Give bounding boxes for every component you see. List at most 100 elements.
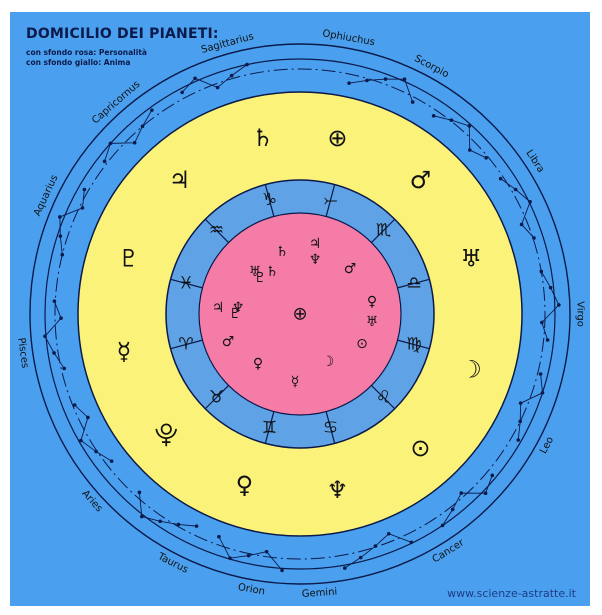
star-dot (150, 108, 154, 112)
libra-icon: ♎ (406, 273, 421, 293)
star-dot (402, 77, 407, 82)
star-dot (176, 522, 181, 527)
constellation-line (181, 64, 248, 93)
constellation-figure (498, 176, 536, 240)
diagram-title: DOMICILIO DEI PIANETI: (26, 26, 219, 42)
diagram-panel: DOMICILIO DEI PIANETI: con sfondo rosa: … (10, 12, 590, 606)
star-dot (228, 556, 232, 560)
constellation-label: Cancer (431, 537, 467, 565)
dashed-ring (54, 68, 546, 560)
constellation-line (442, 475, 493, 526)
star-dot (467, 148, 472, 152)
mars-icon: ♂ (222, 334, 235, 350)
sign-divider (397, 339, 430, 350)
uranus-icon: ♅ (366, 314, 379, 330)
pluto-icon: ♇ (254, 270, 267, 286)
star-dot (86, 415, 90, 420)
star-dot (449, 118, 454, 122)
taurus-icon: ♉ (209, 387, 224, 407)
virgo-icon: ♍ (406, 335, 421, 355)
constellation-label: Leo (538, 435, 556, 456)
constellation-line (540, 271, 560, 341)
jupiter-icon: ♃ (169, 166, 191, 194)
constellation-label: Aries (79, 488, 104, 514)
sign-divider (370, 384, 396, 410)
constellation-label: Scorpio (412, 53, 450, 80)
constellation-figure (440, 473, 495, 528)
star-dot (52, 299, 57, 303)
star-dot (137, 490, 142, 495)
star-dot (193, 76, 197, 81)
star-dot (140, 124, 145, 129)
pluto-icon: ⯓ (155, 420, 178, 448)
zodiac-dividers (170, 184, 430, 444)
saturn-icon: ♄ (266, 264, 279, 280)
constellation-figure (343, 531, 414, 570)
constellation-figure (72, 403, 114, 463)
constellation-label: Gemini (301, 587, 337, 600)
star-dot (108, 141, 113, 146)
earth-icon: ⊕ (327, 124, 347, 152)
star-dot (540, 390, 545, 395)
constellation-band (29, 43, 571, 585)
sign-divider (204, 384, 230, 410)
star-dot (538, 372, 543, 376)
sign-divider (325, 184, 336, 217)
sign-divider (204, 218, 230, 244)
star-dot (518, 419, 523, 424)
star-dot (229, 73, 234, 78)
sign-divider (170, 339, 203, 350)
star-dot (194, 524, 199, 528)
uranus-icon: ♅ (460, 244, 482, 272)
ophiuchus-icon: ⤚ (324, 190, 338, 210)
star-dot (343, 566, 347, 570)
constellation-figure (516, 372, 545, 442)
website-credit: www.scienze-astratte.it (447, 587, 576, 600)
star-dot (431, 114, 436, 118)
gemini-icon: ♊ (262, 418, 277, 438)
star-dot (539, 269, 544, 274)
star-dot (409, 540, 414, 545)
leo-icon: ♌ (376, 387, 391, 407)
sign-divider (170, 278, 203, 289)
star-dot (450, 507, 455, 512)
star-dot (58, 215, 62, 219)
star-dot (62, 366, 67, 371)
star-dot (180, 90, 184, 95)
star-dot (528, 199, 532, 204)
saturn-icon: ♄ (252, 124, 274, 152)
star-dot (109, 459, 114, 463)
constellation-label: Libra (523, 148, 546, 175)
star-dot (467, 124, 472, 128)
star-dot (60, 252, 65, 257)
sun-icon: ⊙ (356, 336, 368, 352)
star-dot (72, 403, 77, 407)
constellation-figure (137, 490, 199, 528)
star-dot (347, 81, 351, 85)
mercury-icon: ☿ (117, 337, 132, 365)
star-dot (58, 234, 63, 238)
pink-center-glyphs: ⊕♄♃♆♇♂♀♅⊙☽☿♀♂♇♃♆♅♄ (212, 236, 379, 390)
moon-icon: ☽ (322, 354, 335, 370)
venus-icon: ♀ (236, 471, 254, 499)
uranus-icon: ♅ (249, 264, 262, 280)
constellation-line (517, 373, 543, 441)
star-dot (540, 320, 544, 325)
constellation-label: Pisces (15, 337, 30, 369)
star-dot (490, 473, 495, 478)
constellation-figure (539, 269, 561, 342)
star-dot (519, 222, 524, 227)
sign-divider (397, 278, 430, 289)
star-dot (440, 523, 445, 528)
constellation-figure (217, 534, 284, 573)
neptune-icon: ♆ (327, 476, 349, 504)
yellow-ring-glyphs: ♄ ⊕ ♂ ♅ ☽ ⊙ ♆ ♀ ⯓ ☿ ♇ ♃ (117, 124, 482, 504)
pluto-icon: ♇ (229, 306, 242, 322)
star-dot (215, 85, 220, 90)
mars-icon: ♂ (410, 166, 432, 194)
pink-center (198, 212, 402, 416)
constellation-figure (102, 108, 154, 164)
star-dot (246, 553, 251, 558)
star-dot (498, 176, 503, 181)
star-dot (139, 514, 144, 519)
